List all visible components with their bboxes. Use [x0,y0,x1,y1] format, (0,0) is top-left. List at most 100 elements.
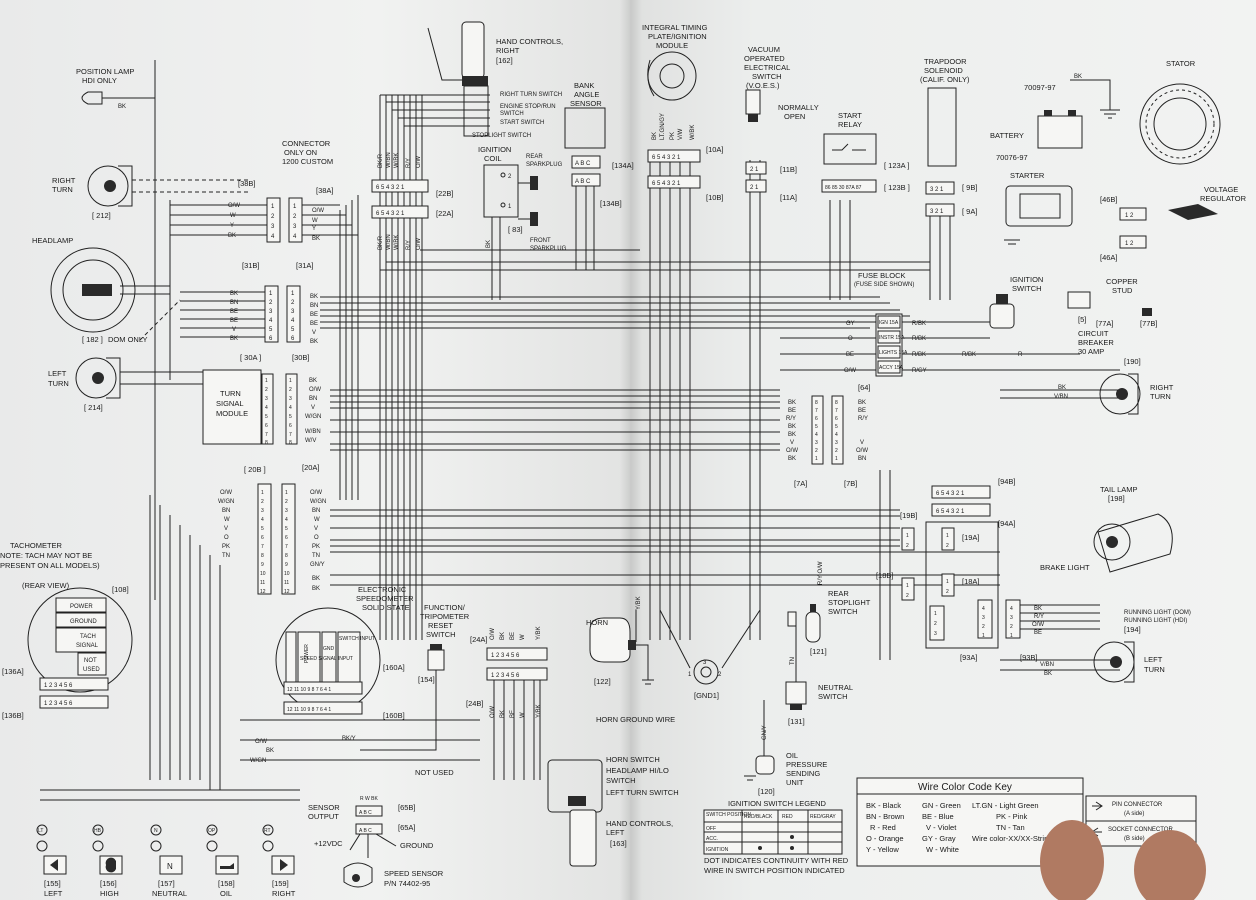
svg-text:COPPER: COPPER [1106,277,1138,286]
connector-38: [38B] [38A] CONNECTOR ONLY ON 1200 CUSTO… [170,139,358,243]
svg-text:[ 123B ]: [ 123B ] [884,183,910,192]
svg-text:IGN 15A: IGN 15A [879,320,899,326]
svg-text:9: 9 [261,562,264,568]
rear-junction-connectors: 6 5 4 3 2 1 6 5 4 3 2 1 [94B] [94A] 12 1… [876,477,1044,662]
svg-text:BK: BK [788,456,796,462]
svg-text:W/GN: W/GN [218,499,234,505]
svg-text:1 2: 1 2 [1125,241,1134,247]
svg-text:HAND CONTROLS,: HAND CONTROLS, [606,819,673,828]
svg-text:A B C: A B C [575,161,591,167]
svg-text:3: 3 [269,309,273,315]
svg-text:SOCKET CONNECTOR: SOCKET CONNECTOR [1108,827,1173,833]
svg-text:PK: PK [312,544,320,550]
svg-text:[22B]: [22B] [436,189,454,198]
svg-text:R W BK: R W BK [360,796,378,802]
svg-text:OFF: OFF [706,826,716,832]
svg-text:12 11 10 9 8 7 6 4 1: 12 11 10 9 8 7 6 4 1 [287,707,331,713]
svg-text:BRAKE LIGHT: BRAKE LIGHT [1040,563,1090,572]
svg-text:BK: BK [788,424,796,430]
svg-text:RUNNING LIGHT (HDI): RUNNING LIGHT (HDI) [1124,618,1187,624]
svg-text:3: 3 [934,631,937,637]
svg-text:O/W: O/W [309,387,321,393]
svg-text:OP: OP [208,828,216,834]
svg-text:1 2 3 4 5 6: 1 2 3 4 5 6 [491,653,520,659]
svg-text:70076-97: 70076-97 [996,153,1028,162]
svg-text:BK: BK [228,233,236,239]
svg-text:[10A]: [10A] [706,145,724,154]
svg-text:BK: BK [652,132,658,140]
svg-text:[154]: [154] [418,675,435,684]
trapdoor-solenoid: TRAPDOOR SOLENOID (CALIF. ONLY) 3 2 1 3 … [920,57,977,217]
svg-text:2: 2 [261,499,264,505]
svg-text:2: 2 [934,621,937,627]
indicator-left: LT [155] LEFT [36,824,67,898]
svg-text:[136B]: [136B] [2,711,24,720]
svg-text:12 11 10 9 8 7 6 4 1: 12 11 10 9 8 7 6 4 1 [287,687,331,693]
svg-text:BK: BK [486,240,492,248]
svg-text:7: 7 [265,432,268,438]
svg-text:IGNITION: IGNITION [478,145,511,154]
svg-text:FRONT: FRONT [530,238,551,244]
svg-text:[30B]: [30B] [292,353,310,362]
svg-text:HIGH: HIGH [100,889,119,898]
svg-text:GN - Green: GN - Green [922,801,961,810]
svg-text:SWITCH: SWITCH [752,72,782,81]
svg-text:RELAY: RELAY [838,120,862,129]
svg-text:BN: BN [312,508,320,514]
svg-text:[GND1]: [GND1] [694,691,719,700]
svg-text:W: W [520,712,526,718]
svg-text:HEADLAMP: HEADLAMP [32,236,73,245]
svg-text:5: 5 [835,424,838,430]
svg-text:11: 11 [284,580,289,586]
svg-text:BK: BK [266,748,274,754]
connector-24: [24A] [24B] 1 2 3 4 5 6 1 2 3 4 5 6 O/W … [466,626,548,780]
svg-text:W/BN: W/BN [386,152,392,168]
svg-text:5: 5 [269,327,273,333]
svg-text:BK: BK [312,236,320,242]
svg-text:BN: BN [310,303,318,309]
svg-text:RIGHT TURN SWITCH: RIGHT TURN SWITCH [500,92,562,98]
svg-text:PLATE/IGNITION: PLATE/IGNITION [648,32,707,41]
svg-text:3: 3 [815,440,818,446]
svg-text:W/BN: W/BN [305,429,321,435]
svg-text:O/W: O/W [490,628,496,640]
start-relay: START RELAY 86 85 30 87A 87 [ 123A ] [ 1… [821,111,910,193]
svg-text:PK - Pink: PK - Pink [996,812,1028,821]
svg-text:R/GY: R/GY [912,368,927,374]
svg-text:BN: BN [309,396,317,402]
svg-text:STOPLIGHT SWITCH: STOPLIGHT SWITCH [472,133,531,139]
svg-text:[122]: [122] [594,677,611,686]
svg-text:4: 4 [289,405,292,411]
svg-text:10: 10 [284,571,290,577]
svg-text:[ 9A]: [ 9A] [962,207,977,216]
svg-text:RESET: RESET [428,621,453,630]
svg-text:8: 8 [261,553,264,559]
svg-text:4: 4 [269,318,273,324]
svg-text:INTEGRAL TIMING: INTEGRAL TIMING [642,23,708,32]
svg-text:8: 8 [835,400,838,406]
svg-text:PK: PK [670,132,676,140]
svg-text:W/BN: W/BN [386,234,392,250]
svg-text:2: 2 [982,624,985,630]
svg-text:R/BK: R/BK [912,321,926,327]
svg-text:[108]: [108] [112,585,129,594]
svg-text:(A side): (A side) [1124,811,1144,817]
svg-text:6: 6 [269,336,273,342]
svg-text:86 85 30 87A 87: 86 85 30 87A 87 [825,185,862,191]
svg-text:BANK: BANK [574,81,594,90]
svg-text:[ 30A ]: [ 30A ] [240,353,261,362]
svg-text:[159]: [159] [272,879,289,888]
svg-text:BK: BK [230,336,238,342]
svg-text:[194]: [194] [1124,625,1141,634]
svg-text:[ 214]: [ 214] [84,403,103,412]
svg-text:[160A]: [160A] [383,663,405,672]
svg-text:(REAR VIEW): (REAR VIEW) [22,581,70,590]
svg-text:4: 4 [291,318,295,324]
indicator-neutral: N N [157] NEUTRAL [150,824,187,898]
indicator-oil: OP [158] OIL [206,824,239,898]
svg-text:W: W [224,517,230,523]
svg-text:5: 5 [261,526,264,532]
svg-text:2: 2 [291,300,295,306]
